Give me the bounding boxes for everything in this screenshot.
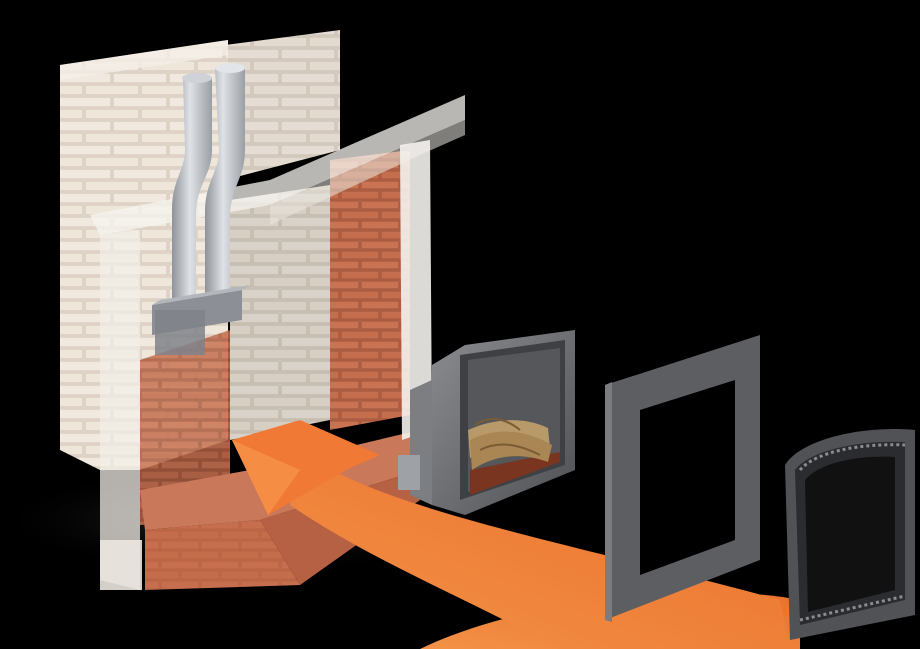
decorative-door bbox=[785, 429, 915, 640]
insert-firebox bbox=[398, 330, 575, 515]
vent-pipes bbox=[152, 63, 250, 355]
back-wall bbox=[225, 30, 340, 180]
firebox-brick bbox=[140, 150, 410, 525]
surround-panel bbox=[605, 335, 760, 622]
